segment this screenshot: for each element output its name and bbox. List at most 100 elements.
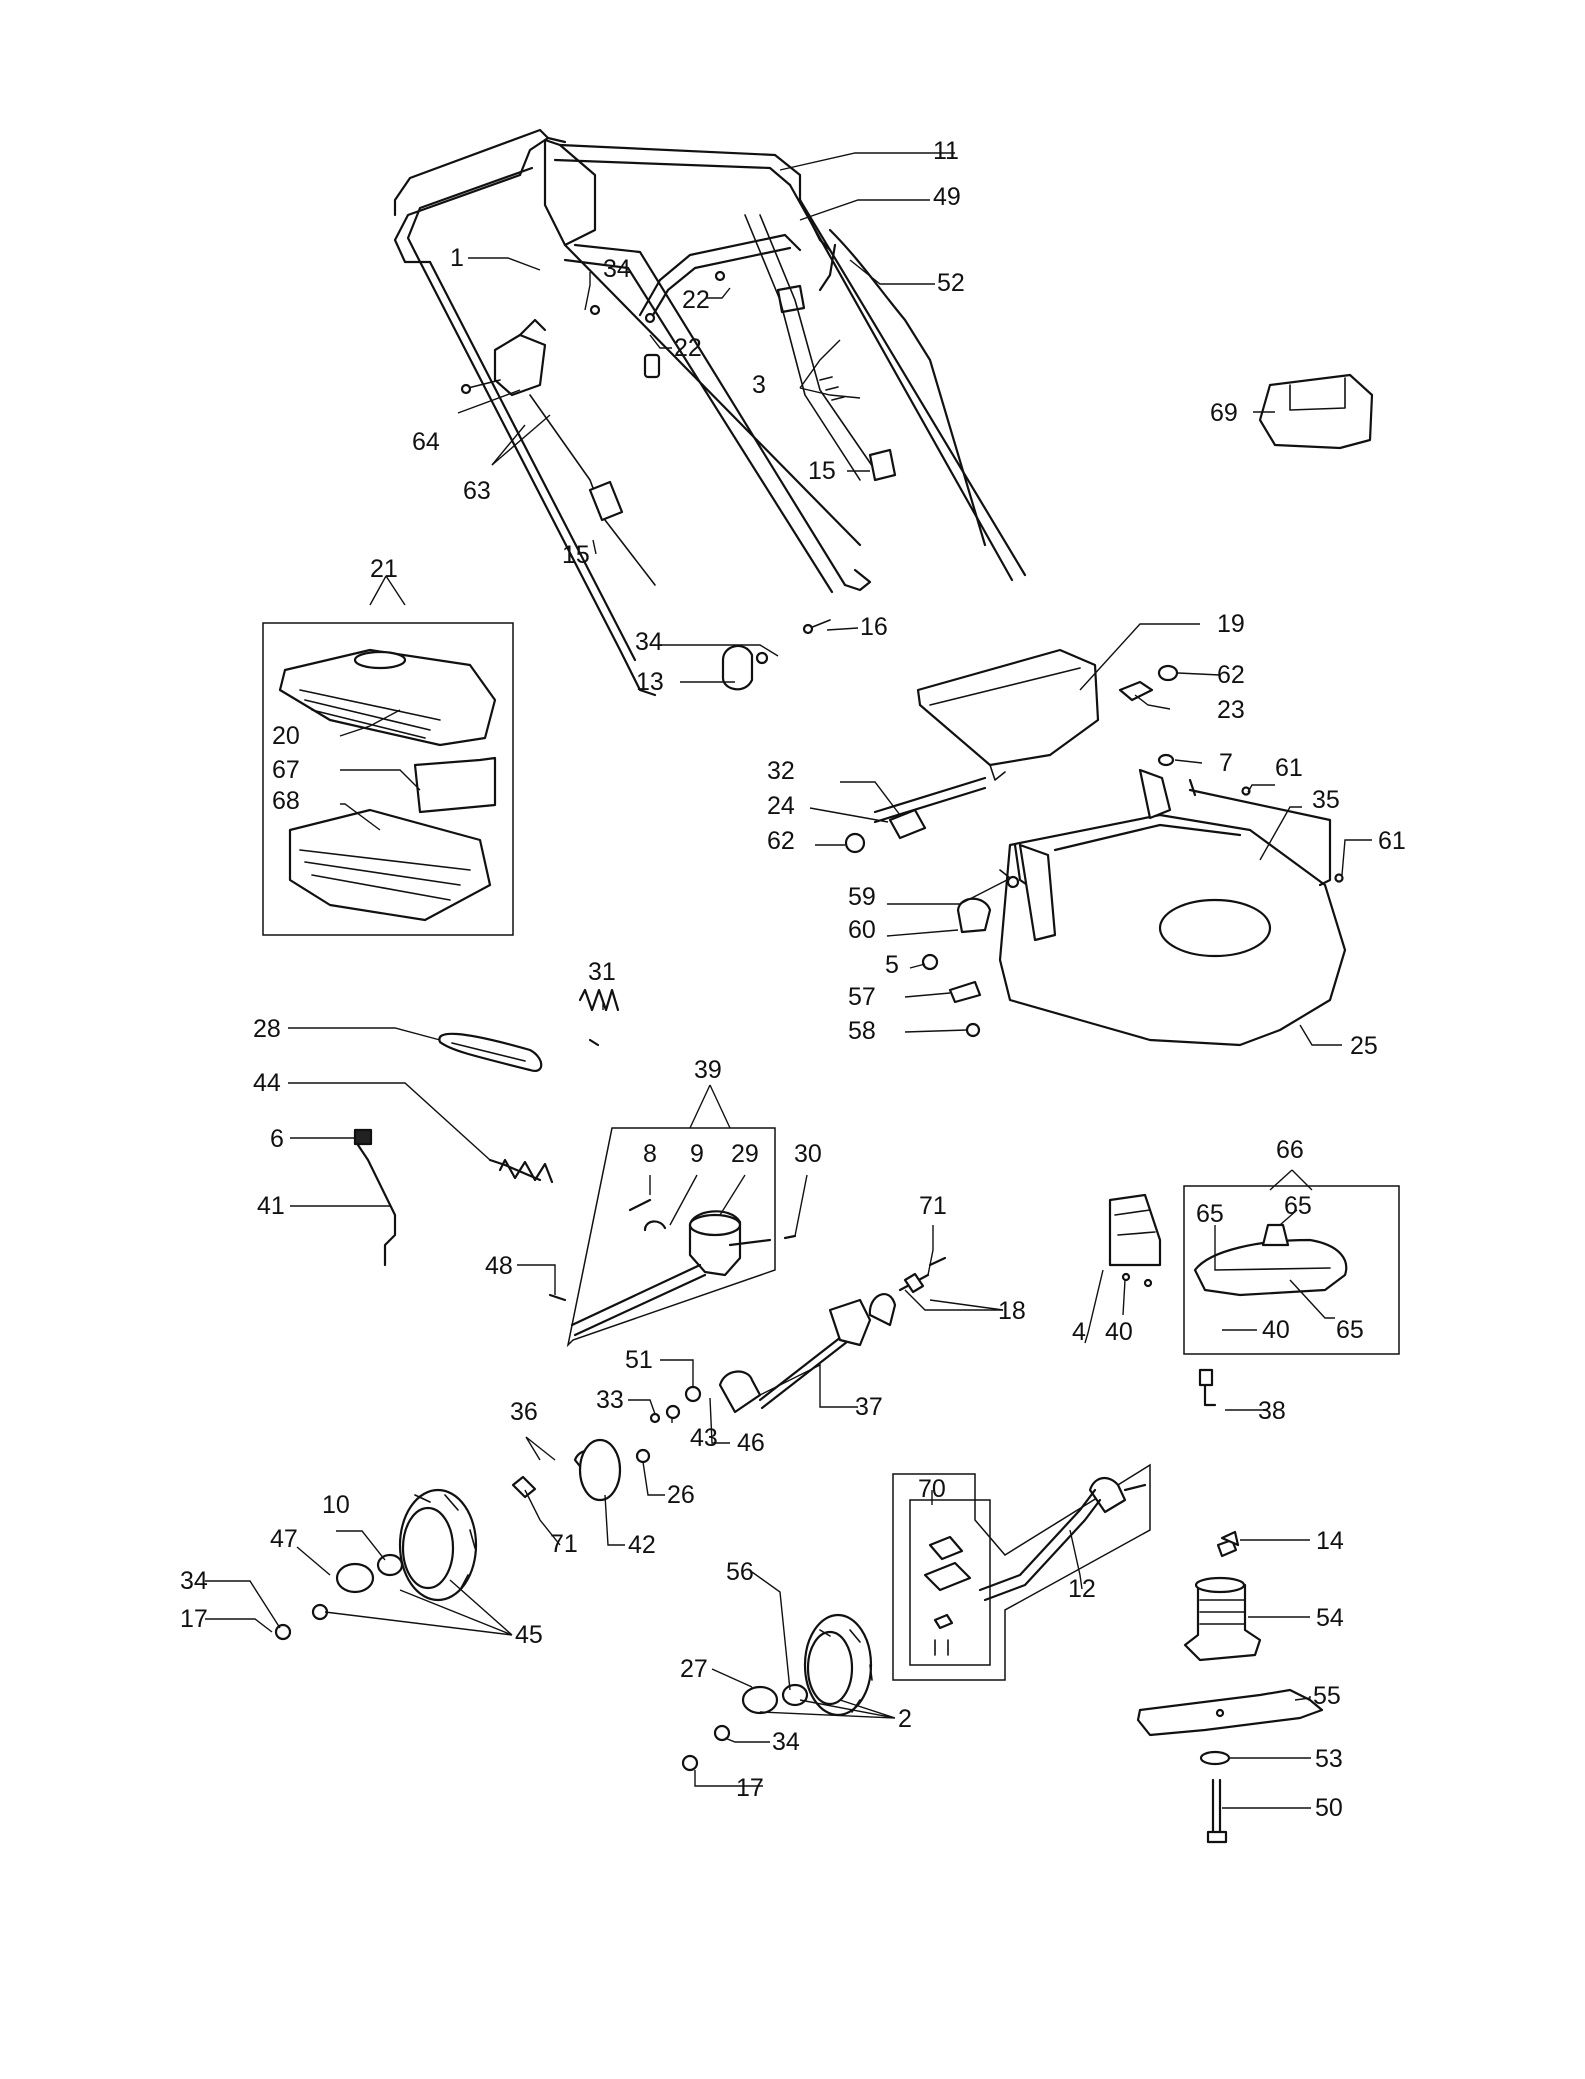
callout-67: 67 (272, 756, 300, 784)
height-adjuster-group (892, 1463, 1151, 1681)
callout-18: 18 (998, 1297, 1026, 1325)
callout-14: 14 (1316, 1527, 1344, 1555)
callout-37: 37 (855, 1393, 883, 1421)
callout-62: 62 (767, 827, 795, 855)
callout-53: 53 (1315, 1745, 1343, 1773)
upper-handle (393, 128, 1027, 582)
callout-51: 51 (625, 1346, 653, 1374)
cutting-blade (1136, 1688, 1324, 1737)
callout-48: 48 (485, 1252, 513, 1280)
lower-handle (413, 198, 872, 697)
callout-5: 5 (885, 951, 899, 979)
callout-32: 32 (767, 757, 795, 785)
callout-15: 15 (562, 541, 590, 569)
callout-65: 65 (1284, 1192, 1312, 1220)
callout-30: 30 (794, 1140, 822, 1168)
cable-clip (868, 448, 897, 482)
callout-8: 8 (643, 1140, 657, 1168)
callout-36: 36 (510, 1398, 538, 1426)
callout-61: 61 (1275, 754, 1303, 782)
callout-42: 42 (628, 1531, 656, 1559)
callout-34: 34 (603, 255, 631, 283)
deck-hardware (921, 869, 1020, 1038)
callout-44: 44 (253, 1069, 281, 1097)
callout-24: 24 (767, 792, 795, 820)
callout-1: 1 (450, 244, 464, 272)
callout-7: 7 (1219, 749, 1233, 777)
callout-62: 62 (1217, 661, 1245, 689)
callout-16: 16 (860, 613, 888, 641)
callout-60: 60 (848, 916, 876, 944)
callout-54: 54 (1316, 1604, 1344, 1632)
callout-29: 29 (731, 1140, 759, 1168)
callout-46: 46 (737, 1429, 765, 1457)
callout-21: 21 (370, 555, 398, 583)
callout-34: 34 (635, 628, 663, 656)
callout-9: 9 (690, 1140, 704, 1168)
grass-bag-group (262, 622, 514, 936)
callout-68: 68 (272, 787, 300, 815)
callout-38: 38 (1258, 1397, 1286, 1425)
blade-washer-bolt (1199, 1750, 1231, 1844)
callout-17: 17 (180, 1605, 208, 1633)
callout-34: 34 (180, 1567, 208, 1595)
callout-49: 49 (933, 183, 961, 211)
callout-45: 45 (515, 1621, 543, 1649)
callout-3: 3 (752, 371, 766, 399)
callout-23: 23 (1217, 696, 1245, 724)
callout-33: 33 (596, 1386, 624, 1414)
blade-adapter (1183, 1538, 1262, 1662)
rear-wheel (274, 1488, 478, 1641)
callout-20: 20 (272, 722, 300, 750)
callout-4: 4 (1072, 1318, 1086, 1346)
handle-knobs (589, 270, 831, 691)
callout-31: 31 (588, 958, 616, 986)
callout-41: 41 (257, 1192, 285, 1220)
callout-17: 17 (736, 1774, 764, 1802)
height-lever (353, 1128, 397, 1267)
leader-lines (205, 152, 1372, 1809)
callout-65: 65 (1336, 1316, 1364, 1344)
callout-66: 66 (1276, 1136, 1304, 1164)
callout-52: 52 (937, 269, 965, 297)
callout-47: 47 (270, 1525, 298, 1553)
control-cable (744, 214, 987, 547)
callout-11: 11 (933, 137, 959, 165)
callout-39: 39 (694, 1056, 722, 1084)
gearbox-group (548, 1127, 797, 1348)
callout-57: 57 (848, 983, 876, 1011)
callout-25: 25 (1350, 1032, 1378, 1060)
callout-labels: 1 11 49 34 22 22 52 3 64 63 15 15 69 21 … (180, 137, 1406, 1822)
side-discharge-flap (1258, 373, 1374, 450)
callout-65: 65 (1196, 1200, 1224, 1228)
mulching-plug (1108, 1193, 1162, 1288)
cable-tie-14 (1220, 1530, 1240, 1547)
callout-71: 71 (550, 1530, 578, 1558)
callout-55: 55 (1313, 1682, 1341, 1710)
callout-59: 59 (848, 883, 876, 911)
engine-brake-lever (460, 318, 656, 586)
drive-control-bar (638, 233, 802, 379)
callout-6: 6 (270, 1125, 284, 1153)
callout-15: 15 (808, 457, 836, 485)
callout-27: 27 (680, 1655, 708, 1683)
callout-64: 64 (412, 428, 440, 456)
callout-10: 10 (322, 1491, 350, 1519)
callout-26: 26 (667, 1481, 695, 1509)
rear-flap (916, 648, 1179, 781)
callout-22: 22 (682, 286, 710, 314)
callout-40: 40 (1105, 1318, 1133, 1346)
hinge-rod (844, 776, 987, 854)
callout-34: 34 (772, 1728, 800, 1756)
callout-71: 71 (919, 1192, 947, 1220)
drive-belt (438, 1032, 543, 1072)
callout-69: 69 (1210, 399, 1238, 427)
callout-56: 56 (726, 1558, 754, 1586)
callout-40: 40 (1262, 1316, 1290, 1344)
callout-50: 50 (1315, 1794, 1343, 1822)
blade-bolt-38 (1198, 1368, 1217, 1407)
front-wheel (681, 1613, 873, 1772)
callout-43: 43 (690, 1424, 718, 1452)
callout-13: 13 (636, 668, 664, 696)
